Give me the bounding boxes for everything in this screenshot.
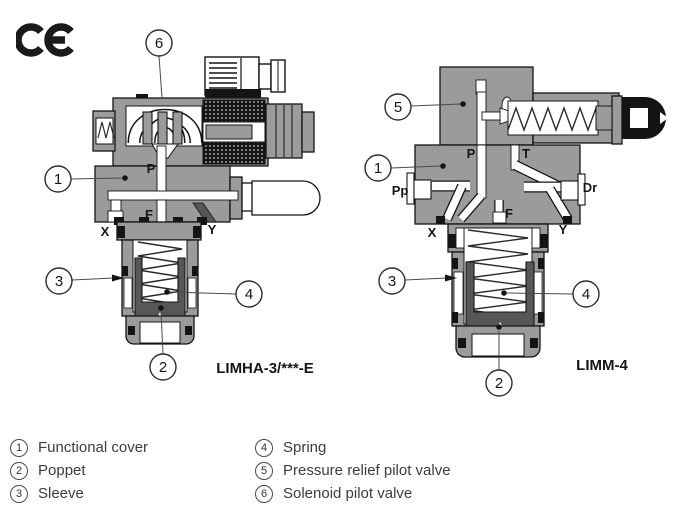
legend-num-3: 3 [10,484,28,503]
solenoid-pilot-valve-section [92,56,315,167]
port-label-y: Y [559,222,568,237]
solenoid-coil-icon [202,99,266,123]
port-label-p: P [147,161,156,176]
legend-num-1: 1 [10,438,28,457]
relief-spring-icon [507,105,597,133]
legend-item-pressure-relief-pilot-valve: 5 Pressure relief pilot valve [255,459,451,482]
callout-3-left: 3 [45,267,124,295]
legend-column-1: 1 Functional cover 2 Poppet 3 Sleeve [10,436,148,505]
port-label-x: X [101,224,110,239]
legend-label-2: Poppet [38,462,86,479]
legend-label-3: Sleeve [38,485,84,502]
legend-column-2: 4 Spring 5 Pressure relief pilot valve 6… [255,436,451,505]
callout-3-right: 3 [378,267,457,295]
limha-diagram: P F X Y 6 1 3 [44,29,321,381]
port-label-p: P [467,146,476,161]
legend-num-5: 5 [255,461,273,480]
legend-label-6: Solenoid pilot valve [283,485,413,502]
spring-left-icon [137,241,183,306]
armature [205,124,253,140]
legend-label-1: Functional cover [38,439,149,456]
callout-6: 6 [145,29,173,99]
functional-cover-right [406,144,586,225]
svg-text:3: 3 [388,273,396,290]
svg-text:5: 5 [394,99,402,116]
coil-mount [205,89,261,100]
port-label-f: F [145,207,153,222]
return-spring-icon [97,121,115,139]
dome-plug-icon [251,180,321,216]
svg-text:6: 6 [155,35,163,52]
limm-diagram: P T Pp Dr X F Y 5 1 [364,66,668,397]
legend-item-solenoid-pilot-valve: 6 Solenoid pilot valve [255,482,451,505]
legend-label-5: Pressure relief pilot valve [283,462,451,479]
port-label-pp: Pp [392,183,409,198]
svg-text:1: 1 [54,171,62,188]
svg-text:4: 4 [582,286,590,303]
ce-mark-icon [16,23,74,57]
svg-text:2: 2 [495,375,503,392]
port-label-t: T [522,146,530,161]
legend-num-2: 2 [10,461,28,480]
port-label-dr: Dr [583,180,597,195]
port-label-x: X [428,225,437,240]
spring-right-icon [467,229,529,319]
callout-1-right: 1 [364,154,446,182]
callout-1-left: 1 [44,165,128,193]
cartridge-right [447,223,549,358]
cartridge-left [116,221,202,345]
port-label-y: Y [208,222,217,237]
callout-2-right: 2 [485,324,513,397]
callout-4-right: 4 [501,280,600,308]
legend-num-6: 6 [255,484,273,503]
functional-cover-left [94,145,321,225]
electrical-connector-icon [204,56,286,96]
valve-cross-sections: P F X Y 6 1 3 [44,29,668,397]
body-nub [136,94,148,99]
model-label-limha: LIMHA-3/***-E [216,360,314,377]
callout-5: 5 [384,93,466,121]
legend-item-spring: 4 Spring [255,436,451,459]
svg-text:1: 1 [374,160,382,177]
legend-item-poppet: 2 Poppet [10,459,148,482]
callout-2-left: 2 [149,305,177,381]
port-label-f: F [505,206,513,221]
legend-item-sleeve: 3 Sleeve [10,482,148,505]
pressure-relief-pilot-valve-section [439,66,668,146]
model-label-limm: LIMM-4 [576,357,628,374]
svg-text:3: 3 [55,273,63,290]
legend-label-4: Spring [283,439,327,456]
callout-4-left: 4 [164,280,263,308]
legend-item-functional-cover: 1 Functional cover [10,436,148,459]
svg-text:2: 2 [159,359,167,376]
legend-num-4: 4 [255,438,273,457]
svg-text:4: 4 [245,286,253,303]
